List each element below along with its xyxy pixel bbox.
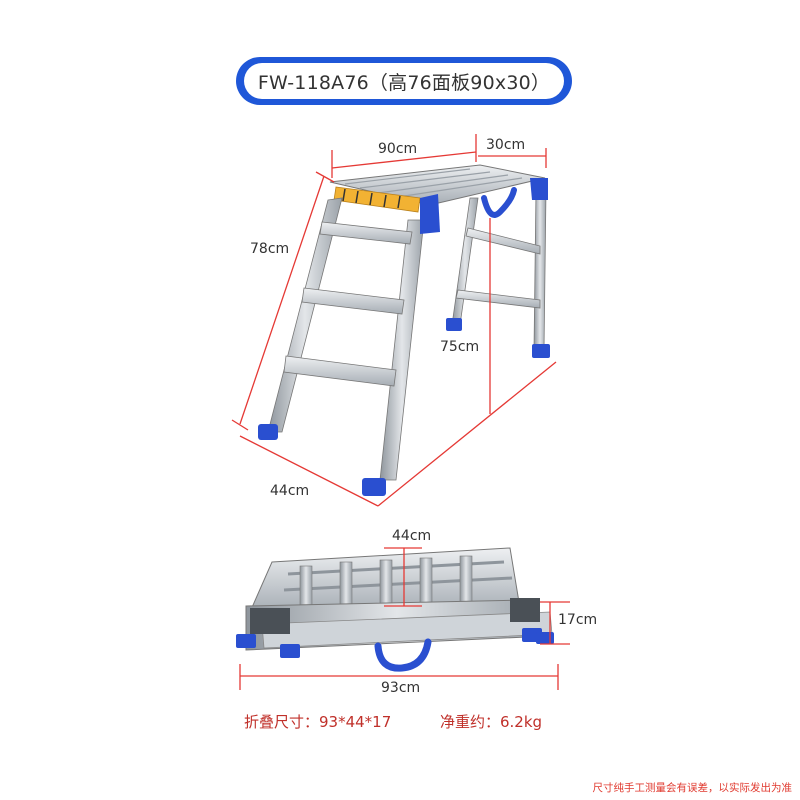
product-title: FW-118A76（高76面板90x30） — [244, 63, 564, 99]
measurement-disclaimer: 尺寸纯手工测量会有误差，以实际发出为准 — [592, 782, 793, 794]
dim-width: 90cm — [378, 141, 418, 157]
foot-cap — [446, 318, 462, 331]
foot-cap — [362, 478, 386, 496]
foot-cap — [532, 344, 550, 358]
title-badge: FW-118A76（高76面板90x30） — [236, 57, 572, 105]
dim-folded-length: 93cm — [381, 680, 421, 696]
foot-cap — [258, 424, 278, 440]
work-platform-upright — [258, 164, 550, 496]
dimension-lines-folded — [239, 547, 570, 690]
dim-folded-height: 17cm — [558, 612, 598, 628]
spec-folded-size: 折叠尺寸：93*44*17 — [244, 713, 392, 731]
dim-height-back: 75cm — [440, 339, 480, 355]
spec-net-weight: 净重约：6.2kg — [440, 713, 543, 731]
dim-folded-width: 44cm — [392, 528, 432, 544]
dim-base-length: 44cm — [270, 483, 310, 499]
dim-height-front: 78cm — [250, 241, 290, 257]
work-platform-folded — [236, 547, 554, 672]
dim-depth: 30cm — [486, 137, 526, 153]
dimension-lines-upright — [231, 134, 557, 507]
